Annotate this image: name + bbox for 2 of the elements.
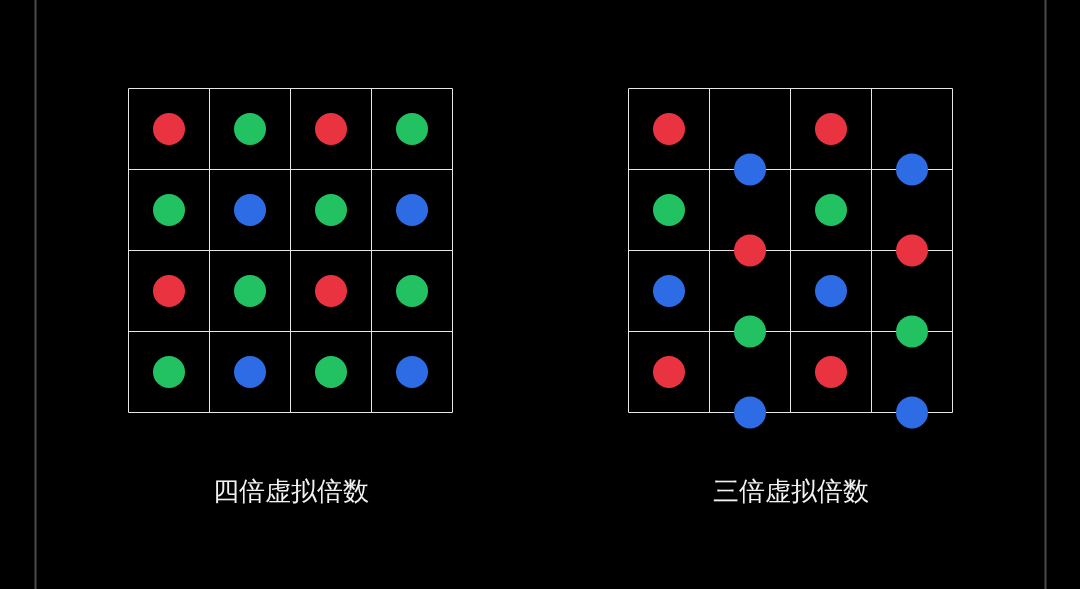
grid-caption: 四倍虚拟倍数 xyxy=(212,475,369,508)
grid-caption: 三倍虚拟倍数 xyxy=(712,475,869,508)
